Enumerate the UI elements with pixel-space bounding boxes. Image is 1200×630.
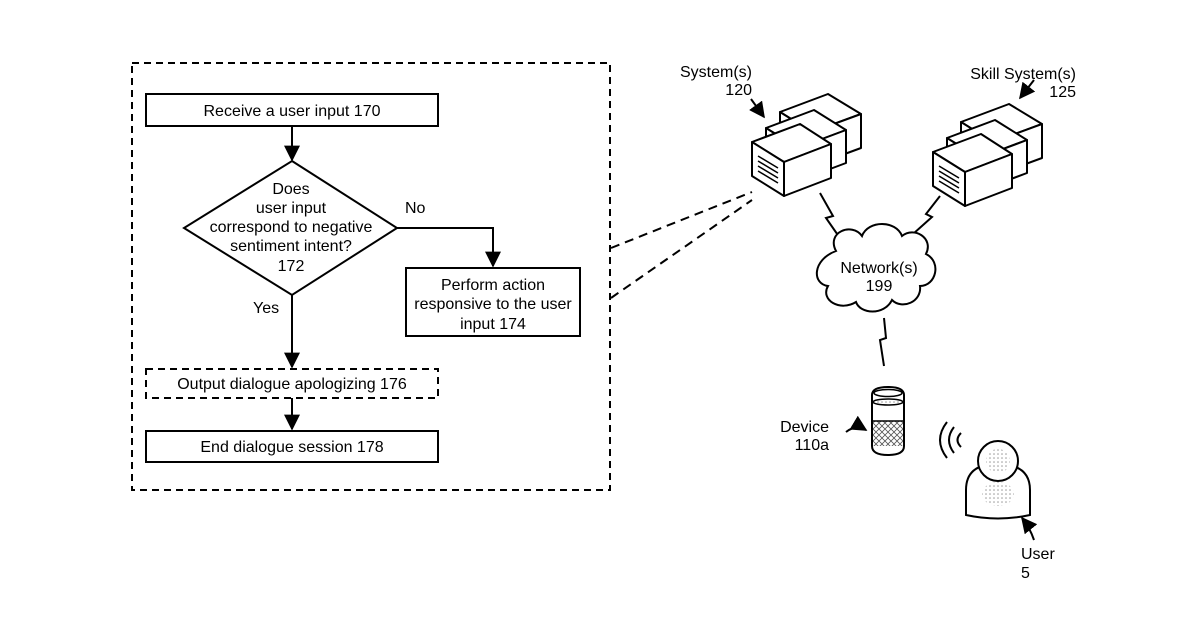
system-pointer-arrow (751, 99, 764, 117)
device-pointer-arrow (846, 427, 866, 432)
link-network-device-icon (880, 318, 886, 366)
decision-line-1: Does (272, 181, 309, 198)
perform-action-line-3: input 174 (460, 316, 526, 333)
system-label-line-2: 120 (725, 82, 752, 99)
smart-speaker-icon (872, 387, 904, 455)
output-dialogue-label: Output dialogue apologizing 176 (177, 376, 407, 393)
link-skill-network-icon (913, 196, 940, 234)
perform-action-line-2: responsive to the user (414, 296, 572, 313)
network-label-line-2: 199 (866, 278, 893, 295)
skill-server-stack-icon (933, 104, 1042, 206)
decision-line-4: sentiment intent? (230, 238, 352, 255)
yes-label: Yes (253, 300, 279, 317)
device-label-line-2: 110a (795, 437, 830, 454)
device-label-line-1: Device (780, 419, 829, 436)
skill-system-label-line-1: Skill System(s) (970, 66, 1076, 83)
no-label: No (405, 200, 426, 217)
decision-line-3: correspond to negative (210, 219, 373, 236)
server-stack-icon (752, 94, 861, 196)
user-label-line-2: 5 (1021, 565, 1030, 582)
system-label-line-1: System(s) (680, 64, 752, 81)
arrow-no-branch (397, 228, 493, 266)
skill-system-label-line-2: 125 (1049, 84, 1076, 101)
receive-input-label: Receive a user input 170 (204, 103, 381, 120)
decision-line-5: 172 (278, 258, 305, 275)
end-session-label: End dialogue session 178 (200, 439, 383, 456)
decision-line-2: user input (256, 200, 327, 217)
network-label-line-1: Network(s) (840, 260, 917, 277)
sound-waves-icon (940, 422, 961, 458)
user-label-line-1: User (1021, 546, 1055, 563)
perform-action-line-1: Perform action (441, 277, 545, 294)
user-pointer-arrow (1022, 518, 1034, 540)
callout-line-top (611, 192, 752, 248)
user-icon (966, 441, 1030, 519)
callout-line-bottom (611, 200, 752, 298)
